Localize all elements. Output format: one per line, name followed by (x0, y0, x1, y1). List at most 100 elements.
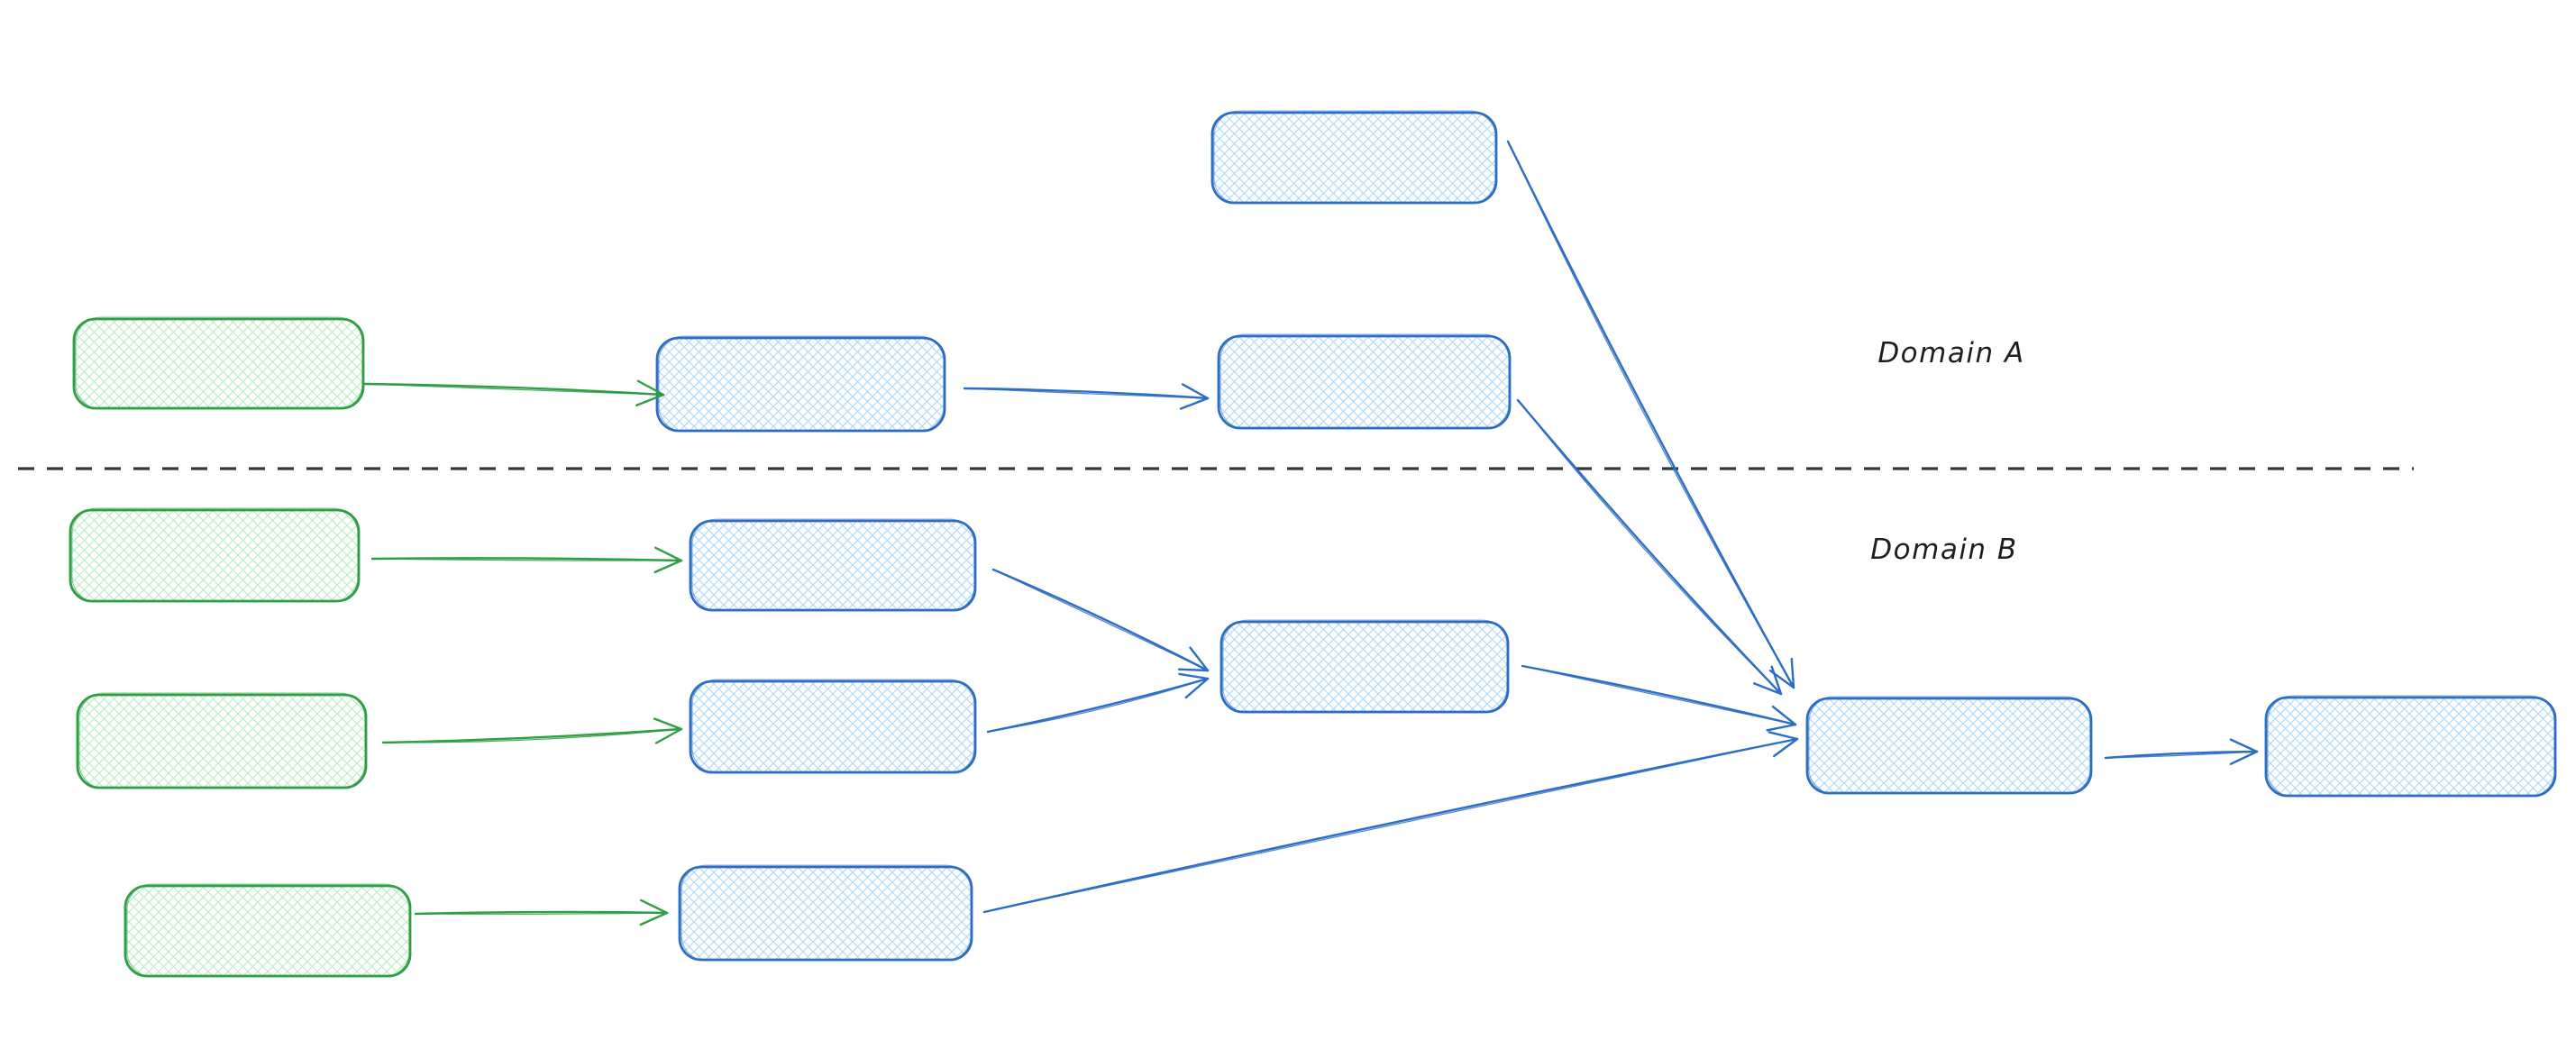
box-blue-top-outline (1210, 111, 1498, 205)
box-blue-mid[interactable] (1219, 619, 1510, 714)
arrow-green-b2-to-blue-b2-arrowhead-b (653, 717, 683, 731)
arrow-blue-a2-to-merge-stroke (1516, 398, 1783, 696)
arrow-green-b1-to-blue-b1-stroke (370, 557, 683, 562)
arrow-blue-a1-to-blue-a2[interactable] (963, 383, 1210, 410)
box-blue-top-sketch-echo (1213, 110, 1496, 205)
domain-a-label[interactable]: Domain A (1877, 337, 2024, 369)
arrow-blue-b3-to-merge[interactable] (982, 731, 1799, 914)
box-green-b3[interactable] (123, 883, 412, 978)
box-blue-b1[interactable] (689, 518, 977, 612)
box-blue-b1-sketch-echo (691, 518, 975, 612)
arrow-merge-to-output-stroke (2104, 750, 2259, 760)
box-blue-mid-sketch-echo (1222, 619, 1508, 714)
arrow-merge-to-output-sketch-echo (2105, 751, 2258, 759)
box-blue-merge[interactable] (1805, 696, 2093, 795)
box-blue-b3-outline (678, 865, 973, 962)
arrow-blue-b3-to-merge-sketch-echo (983, 738, 1798, 913)
box-green-b2-sketch-echo (78, 692, 366, 789)
box-green-b3-sketch-echo (126, 883, 410, 978)
box-green-b2[interactable] (76, 692, 368, 789)
box-blue-output-outline (2264, 696, 2557, 798)
box-blue-a2-sketch-echo (1219, 333, 1510, 430)
box-blue-b1-outline (689, 519, 977, 612)
box-green-a-outline (72, 317, 365, 410)
arrow-blue-a1-to-blue-a2-arrowhead-b (1181, 383, 1210, 400)
box-blue-b2-outline (689, 680, 977, 774)
box-green-a-sketch-echo (75, 316, 363, 410)
arrow-blue-b2-to-mid-sketch-echo (987, 678, 1209, 733)
arrow-merge-to-output-arrowhead-a (2229, 750, 2259, 765)
arrow-blue-b1-to-mid-arrowhead-b (1189, 646, 1210, 672)
arrow-green-b1-to-blue-b1-arrowhead-a (653, 559, 683, 574)
arrow-green-b3-to-blue-b3-sketch-echo (415, 912, 668, 915)
arrow-mid-to-merge-arrowhead-b (1771, 705, 1797, 726)
box-blue-output-sketch-echo (2267, 695, 2555, 798)
box-blue-output[interactable] (2264, 695, 2557, 798)
arrow-top-blue-to-merge-arrowhead-b (1790, 657, 1795, 689)
box-blue-mid-outline (1219, 620, 1510, 714)
arrow-mid-to-merge-sketch-echo (1521, 665, 1796, 725)
box-blue-a1-outline (655, 336, 946, 433)
arrow-top-blue-to-merge[interactable] (1506, 140, 1795, 689)
arrow-top-blue-to-merge-stroke (1506, 140, 1795, 689)
box-green-b1-sketch-echo (71, 507, 359, 603)
arrow-green-b1-to-blue-b1[interactable] (370, 546, 683, 574)
arrow-green-a-to-blue-a1[interactable] (363, 379, 665, 406)
arrow-green-b3-to-blue-b3[interactable] (414, 898, 669, 926)
arrow-green-b2-to-blue-b2-stroke (381, 727, 683, 744)
domain-b-label[interactable]: Domain B (1870, 534, 2017, 566)
arrow-merge-to-output-arrowhead-b (2229, 738, 2259, 753)
arrow-blue-a2-to-merge-arrowhead-b (1770, 665, 1783, 696)
box-blue-b3[interactable] (678, 864, 973, 962)
arrow-blue-b1-to-mid[interactable] (991, 568, 1210, 672)
arrow-blue-b2-to-mid-arrowhead-a (1184, 677, 1210, 699)
arrow-green-a-to-blue-a1-stroke (363, 382, 665, 397)
box-blue-b3-sketch-echo (681, 864, 972, 962)
arrow-blue-b1-to-mid-stroke (991, 568, 1210, 672)
arrow-green-b1-to-blue-b1-sketch-echo (371, 558, 682, 561)
arrow-green-b2-to-blue-b2-arrowhead-a (654, 727, 683, 744)
arrow-green-a-to-blue-a1-sketch-echo (364, 383, 664, 396)
arrow-blue-a1-to-blue-a2-stroke (963, 387, 1210, 400)
arrow-blue-b1-to-mid-sketch-echo (992, 569, 1209, 671)
arrow-blue-a2-to-merge-sketch-echo (1517, 399, 1782, 695)
arrow-mid-to-merge-stroke (1521, 664, 1797, 726)
arrow-blue-a2-to-merge-arrowhead-a (1752, 682, 1783, 696)
arrow-mid-to-merge[interactable] (1521, 664, 1797, 732)
arrow-blue-a1-to-blue-a2-sketch-echo (964, 388, 1209, 399)
box-blue-merge-outline (1805, 697, 2093, 795)
box-blue-a1[interactable] (655, 335, 946, 433)
box-blue-merge-sketch-echo (1808, 696, 2091, 795)
arrow-blue-a2-to-merge[interactable] (1516, 398, 1783, 696)
arrow-top-blue-to-merge-sketch-echo (1507, 141, 1795, 689)
arrow-green-a-to-blue-a1-arrowhead-a (635, 393, 665, 406)
arrow-blue-b3-to-merge-arrowhead-a (1773, 737, 1799, 758)
arrow-blue-b3-to-merge-arrowhead-b (1768, 731, 1799, 741)
arrow-merge-to-output[interactable] (2104, 738, 2259, 765)
box-blue-b2-sketch-echo (691, 679, 975, 774)
arrow-green-a-to-blue-a1-arrowhead-b (636, 379, 665, 397)
arrow-green-b3-to-blue-b3-stroke (414, 910, 669, 916)
box-blue-a2-outline (1217, 334, 1512, 430)
arrow-blue-a1-to-blue-a2-arrowhead-a (1179, 397, 1210, 410)
arrow-green-b3-to-blue-b3-arrowhead-b (640, 898, 669, 915)
arrow-mid-to-merge-arrowhead-a (1766, 723, 1797, 732)
box-blue-top[interactable] (1210, 110, 1498, 205)
arrow-green-b3-to-blue-b3-arrowhead-a (639, 911, 669, 926)
arrow-green-b1-to-blue-b1-arrowhead-b (654, 546, 683, 562)
box-green-b1[interactable] (69, 507, 361, 603)
box-green-b1-outline (69, 508, 361, 603)
arrow-blue-b2-to-mid[interactable] (986, 672, 1210, 734)
arrow-blue-b2-to-mid-arrowhead-b (1178, 672, 1210, 680)
arrow-blue-b2-to-mid-stroke (986, 677, 1210, 734)
box-blue-b2[interactable] (689, 679, 977, 774)
arrow-green-b2-to-blue-b2[interactable] (381, 717, 683, 744)
box-blue-a1-sketch-echo (658, 335, 945, 433)
box-green-b3-outline (123, 884, 412, 978)
box-blue-a2[interactable] (1217, 333, 1512, 430)
box-green-a[interactable] (72, 316, 365, 410)
arrow-green-b2-to-blue-b2-sketch-echo (382, 728, 682, 743)
box-green-b2-outline (76, 693, 368, 789)
